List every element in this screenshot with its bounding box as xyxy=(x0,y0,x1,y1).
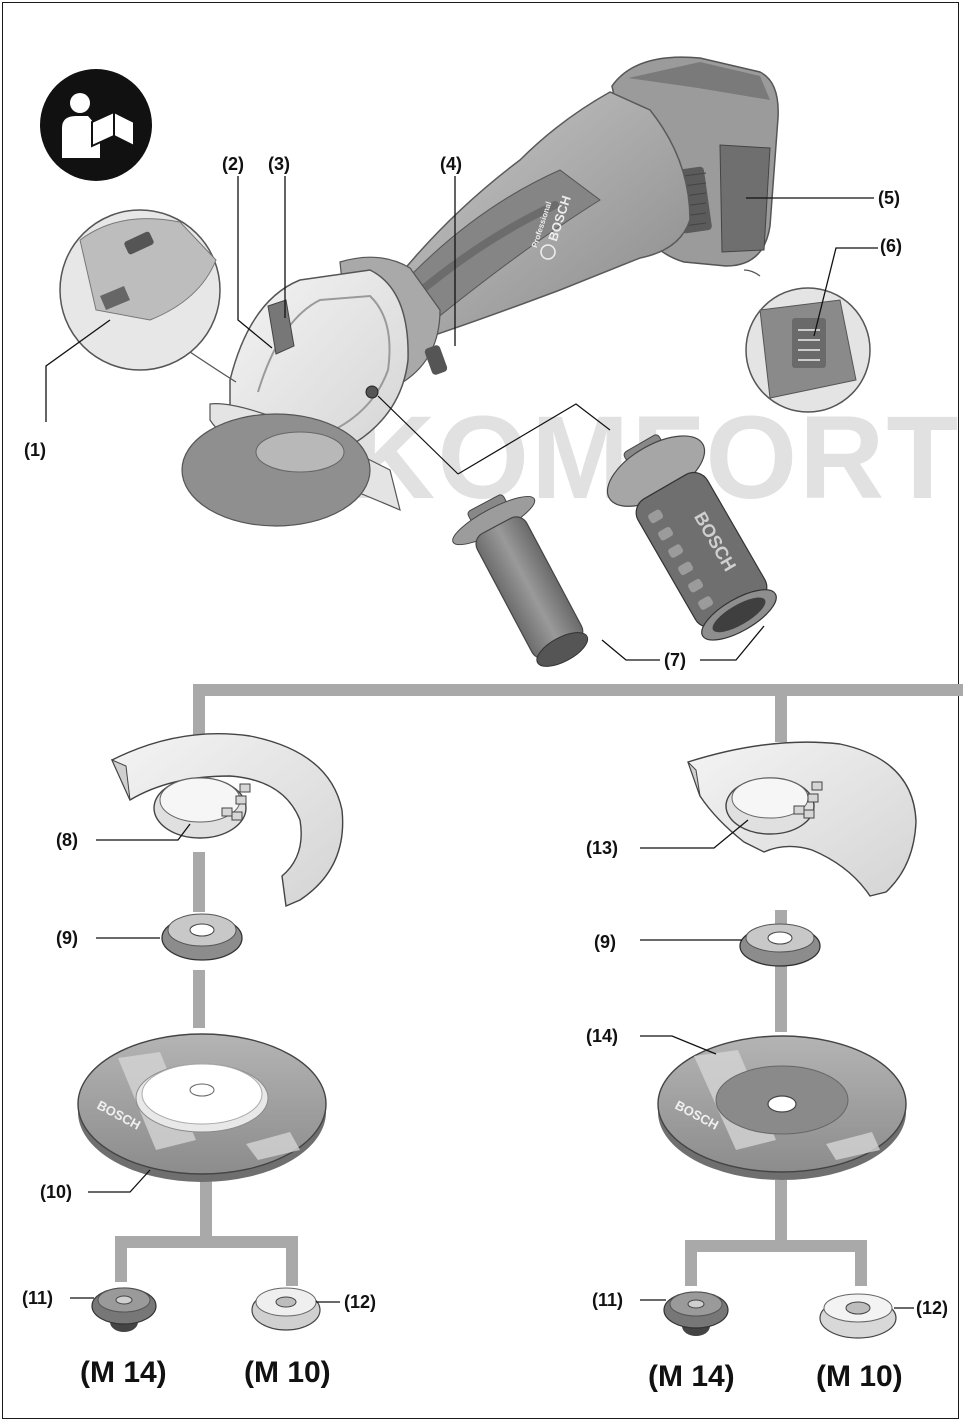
clamping-nut-right xyxy=(664,1292,728,1336)
callout-7: (7) xyxy=(664,650,686,671)
grinding-disc xyxy=(182,414,370,526)
thread-label-m14-right: (M 14) xyxy=(648,1360,735,1394)
callout-12-right: (12) xyxy=(916,1298,948,1319)
callout-14: (14) xyxy=(586,1026,618,1047)
callout-5: (5) xyxy=(878,188,900,209)
callout-9-right: (9) xyxy=(594,932,616,953)
grinding-disc-left: BOSCH xyxy=(78,1034,326,1182)
callout-6: (6) xyxy=(880,236,902,257)
aux-handle-vibration: BOSCH xyxy=(593,416,794,655)
slide-switch xyxy=(424,344,449,376)
callout-11-right: (11) xyxy=(592,1290,623,1311)
protective-guard-cutting xyxy=(688,742,916,896)
protective-guard-grinding xyxy=(112,734,343,906)
auxiliary-handles: BOSCH xyxy=(378,396,794,682)
mounting-flange-right xyxy=(740,924,820,966)
clamping-nut-m10-right xyxy=(820,1294,896,1338)
thread-label-m14-left: (M 14) xyxy=(80,1356,167,1390)
callout-1: (1) xyxy=(24,440,46,461)
callout-11-left: (11) xyxy=(22,1288,53,1309)
callout-12-left: (12) xyxy=(344,1292,376,1313)
callout-4: (4) xyxy=(440,154,462,175)
callout-8: (8) xyxy=(56,830,78,851)
aux-handle-plain xyxy=(444,481,609,681)
callout-3: (3) xyxy=(268,154,290,175)
zoom-bubble-lock-detail xyxy=(60,210,236,382)
thread-label-m10-right: (M 10) xyxy=(816,1360,903,1394)
read-manual-icon xyxy=(40,69,152,181)
thread-label-m10-left: (M 10) xyxy=(244,1356,331,1390)
mounting-flange-left xyxy=(162,914,242,960)
callout-2: (2) xyxy=(222,154,244,175)
cutting-disc-right: BOSCH xyxy=(658,1036,906,1180)
callout-10: (10) xyxy=(40,1182,72,1203)
clamping-nut-left xyxy=(92,1288,156,1332)
callout-13: (13) xyxy=(586,838,618,859)
clamping-nut-m10-left xyxy=(252,1288,320,1330)
callout-9-left: (9) xyxy=(56,928,78,949)
zoom-bubble-charge-indicator xyxy=(744,270,870,412)
